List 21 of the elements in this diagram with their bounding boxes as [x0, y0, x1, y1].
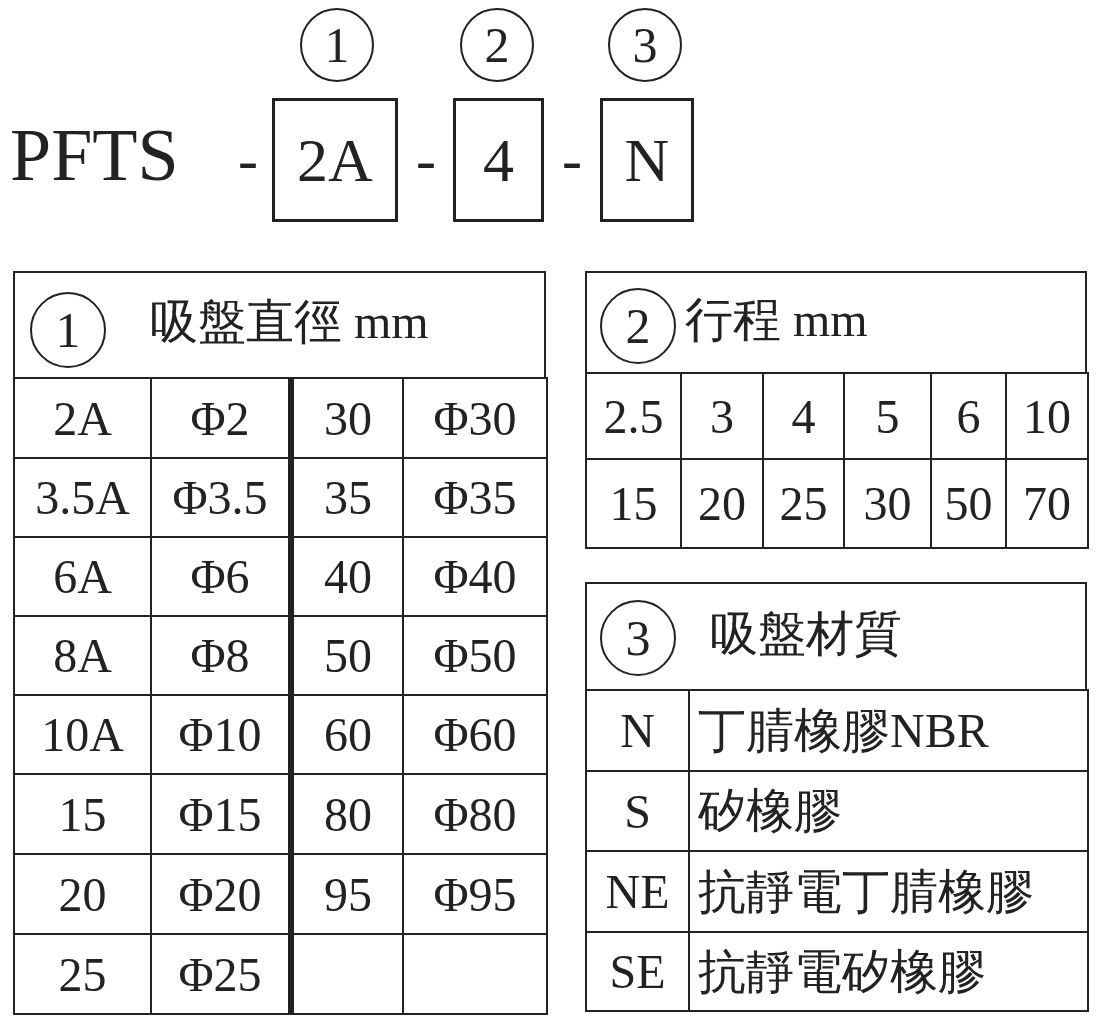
table-cell: 70: [1005, 458, 1089, 549]
table-cell: 抗靜電矽橡膠: [688, 931, 1089, 1012]
code-box: 4: [453, 98, 544, 222]
model-code: PFTS: [10, 118, 179, 192]
separator-dash: -: [562, 130, 582, 190]
table-heading: 吸盤直徑 mm: [150, 298, 429, 346]
code-box: N: [600, 98, 694, 222]
circled-number: 3: [608, 8, 682, 82]
circled-number: 2: [460, 8, 534, 82]
table-heading: 行程 mm: [685, 295, 868, 344]
table-cell: SE: [585, 931, 690, 1012]
circled-number: 3: [600, 600, 676, 676]
circled-number: 1: [30, 292, 106, 368]
table-cell: 15: [585, 458, 682, 549]
separator-dash: -: [416, 130, 436, 190]
circled-number: 2: [600, 288, 676, 364]
table-cell: 25: [13, 933, 152, 1015]
circled-number: 1: [300, 8, 374, 82]
separator-dash: -: [238, 130, 258, 190]
table-heading: 吸盤材質: [710, 609, 902, 658]
code-box: 2A: [272, 98, 398, 222]
